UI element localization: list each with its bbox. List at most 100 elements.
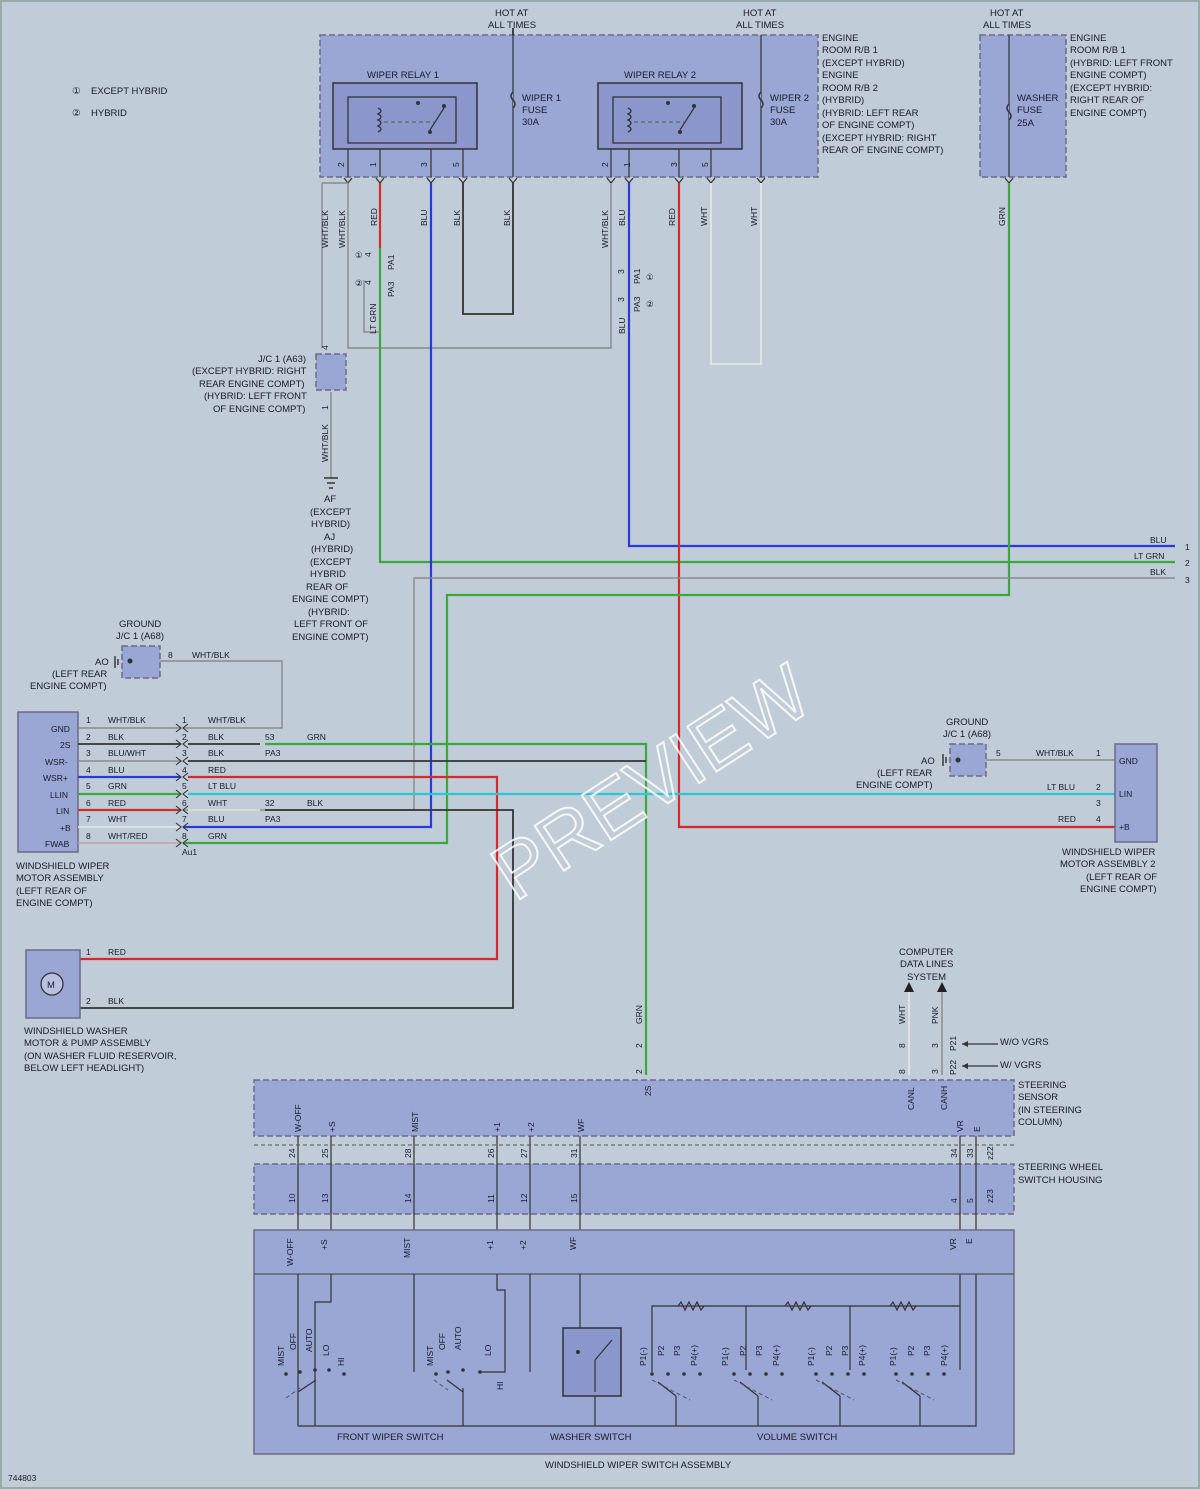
washer-fuse-box: WASHER FUSE 25A <box>979 34 1067 178</box>
svg-text:(HYBRID: LEFT REAR: (HYBRID: LEFT REAR <box>822 108 919 119</box>
svg-text:34: 34 <box>949 1148 959 1158</box>
svg-text:LT BLU: LT BLU <box>1047 782 1075 792</box>
legend-1-num: ① <box>72 86 81 97</box>
relay-connectors <box>343 177 1014 184</box>
svg-text:4: 4 <box>949 1198 959 1203</box>
washer-box-desc: ENGINE ROOM R/B 1 (HYBRID: LEFT FRONT EN… <box>1070 33 1173 119</box>
svg-text:2: 2 <box>600 162 610 167</box>
svg-text:ENGINE: ENGINE <box>1070 33 1106 44</box>
svg-text:BLK: BLK <box>208 732 224 742</box>
wiper-relay-2 <box>597 82 743 150</box>
svg-text:J/C 1 (A68): J/C 1 (A68) <box>943 729 991 740</box>
svg-text:(HYBRID): (HYBRID) <box>311 544 353 555</box>
svg-text:6: 6 <box>86 798 91 808</box>
svg-text:2: 2 <box>1185 558 1190 568</box>
svg-text:AJ: AJ <box>324 532 335 543</box>
svg-text:2S: 2S <box>60 740 71 750</box>
svg-text:AO: AO <box>921 756 935 767</box>
svg-text:3: 3 <box>669 162 679 167</box>
svg-text:HYBRID): HYBRID) <box>311 519 350 530</box>
pa-connectors: ① 4 PA1 ② 4 PA3 3 PA1 ① 3 PA3 ② <box>355 250 654 312</box>
front-wiper-switch-contacts: MIST OFF AUTO LO HI MIST OFF AUTO LO HI <box>276 1326 505 1399</box>
svg-text:W-OFF: W-OFF <box>285 1238 295 1266</box>
svg-text:DATA LINES: DATA LINES <box>900 959 954 970</box>
svg-text:GRN: GRN <box>997 207 1007 226</box>
svg-text:(EXCEPT HYBRID: RIGHT: (EXCEPT HYBRID: RIGHT <box>192 366 307 377</box>
svg-text:RED: RED <box>1058 814 1076 824</box>
svg-text:PA1: PA1 <box>632 268 642 284</box>
svg-text:FWAB: FWAB <box>45 839 70 849</box>
svg-text:25: 25 <box>320 1148 330 1158</box>
ground-2: GROUND J/C 1 (A68) AO (LEFT REAR ENGINE … <box>856 717 1115 791</box>
svg-text:3: 3 <box>182 748 187 758</box>
wire-red-relay2 <box>677 183 1115 829</box>
svg-text:PA3: PA3 <box>265 748 281 758</box>
svg-text:WHT/BLK: WHT/BLK <box>337 210 347 248</box>
svg-text:RED: RED <box>108 947 126 957</box>
svg-text:COMPUTER: COMPUTER <box>899 947 954 958</box>
svg-text:ENGINE COMPT): ENGINE COMPT) <box>1080 884 1157 895</box>
svg-text:+B: +B <box>1119 822 1130 832</box>
svg-text:P2: P2 <box>824 1345 834 1356</box>
svg-text:2: 2 <box>182 732 187 742</box>
svg-text:ENGINE COMPT): ENGINE COMPT) <box>1070 70 1147 81</box>
svg-text:(ON WASHER FLUID RESERVOIR,: (ON WASHER FLUID RESERVOIR, <box>24 1051 177 1062</box>
svg-text:P21: P21 <box>948 1036 958 1051</box>
svg-text:STEERING WHEEL: STEERING WHEEL <box>1018 1162 1103 1173</box>
svg-text:SWITCH HOUSING: SWITCH HOUSING <box>1018 1175 1102 1186</box>
svg-text:28: 28 <box>403 1148 413 1158</box>
pa-note-2: ② <box>355 278 363 288</box>
front-wiper-switch-label: FRONT WIPER SWITCH <box>337 1432 444 1443</box>
svg-text:+S: +S <box>327 1121 337 1132</box>
switch-bus-lines <box>297 1136 977 1230</box>
svg-text:3: 3 <box>616 269 626 274</box>
washer-switch-label: WASHER SWITCH <box>550 1432 632 1443</box>
svg-text:33: 33 <box>965 1148 975 1158</box>
svg-text:(HYBRID: LEFT FRONT: (HYBRID: LEFT FRONT <box>1070 58 1173 69</box>
svg-text:PA3: PA3 <box>265 814 281 824</box>
svg-text:7: 7 <box>86 814 91 824</box>
washer-pump: M 1 RED 2 BLK WINDSHIELD WASHER MOTOR & … <box>24 947 177 1074</box>
svg-text:COLUMN): COLUMN) <box>1018 1117 1062 1128</box>
svg-text:OFF: OFF <box>437 1333 447 1350</box>
svg-text:25A: 25A <box>1017 118 1035 129</box>
hot-label-1: HOT AT <box>495 8 529 19</box>
engine-room-rb-relay-box: WIPER RELAY 1 WIPER RELAY 2 WIPER 1 FUSE… <box>319 34 819 178</box>
svg-text:WHT/RED: WHT/RED <box>108 831 148 841</box>
svg-text:P1(-): P1(-) <box>638 1347 648 1366</box>
svg-text:1: 1 <box>86 947 91 957</box>
svg-text:(HYBRID: LEFT FRONT: (HYBRID: LEFT FRONT <box>204 391 307 402</box>
vertical-wire-labels: WHT/BLK WHT/BLK RED BLU BLK BLK WHT/BLK … <box>320 207 1007 462</box>
svg-text:OF ENGINE COMPT): OF ENGINE COMPT) <box>213 404 305 415</box>
svg-text:REAR OF: REAR OF <box>306 582 348 593</box>
svg-text:VR: VR <box>948 1238 958 1250</box>
svg-text:OF ENGINE COMPT): OF ENGINE COMPT) <box>822 120 914 131</box>
svg-text:PA3: PA3 <box>386 281 396 297</box>
svg-text:ENGINE COMPT): ENGINE COMPT) <box>1070 108 1147 119</box>
svg-text:P1(-): P1(-) <box>806 1347 816 1366</box>
svg-text:WSR-: WSR- <box>45 757 68 767</box>
svg-text:BLK: BLK <box>502 210 512 226</box>
svg-text:ENGINE COMPT): ENGINE COMPT) <box>16 898 93 909</box>
svg-text:ROOM R/B 2: ROOM R/B 2 <box>822 83 878 94</box>
wire-grn-washer <box>183 183 1011 845</box>
svg-text:AUTO: AUTO <box>304 1328 314 1352</box>
svg-text:BLK: BLK <box>1150 567 1166 577</box>
svg-text:MIST: MIST <box>425 1346 435 1366</box>
svg-text:5: 5 <box>700 162 710 167</box>
svg-text:5: 5 <box>86 781 91 791</box>
svg-text:AF: AF <box>324 494 336 505</box>
ground-af-aj: AF (EXCEPT HYBRID) AJ (HYBRID) (EXCEPT H… <box>292 477 369 643</box>
pa-note-1: ① <box>355 250 363 260</box>
svg-text:24: 24 <box>287 1148 297 1158</box>
svg-text:32: 32 <box>265 798 275 808</box>
svg-text:15: 15 <box>569 1193 579 1203</box>
svg-text:WHT/BLK: WHT/BLK <box>320 210 330 248</box>
fuse2-line3: 30A <box>770 117 788 128</box>
ground-1: GROUND J/C 1 (A68) AO (LEFT REAR ENGINE … <box>30 619 283 729</box>
svg-text:REAR OF ENGINE COMPT): REAR OF ENGINE COMPT) <box>822 145 943 156</box>
svg-text:(HYBRID): (HYBRID) <box>822 95 864 106</box>
svg-text:RED: RED <box>369 208 379 226</box>
svg-text:4: 4 <box>363 280 373 285</box>
svg-text:+B: +B <box>60 823 71 833</box>
